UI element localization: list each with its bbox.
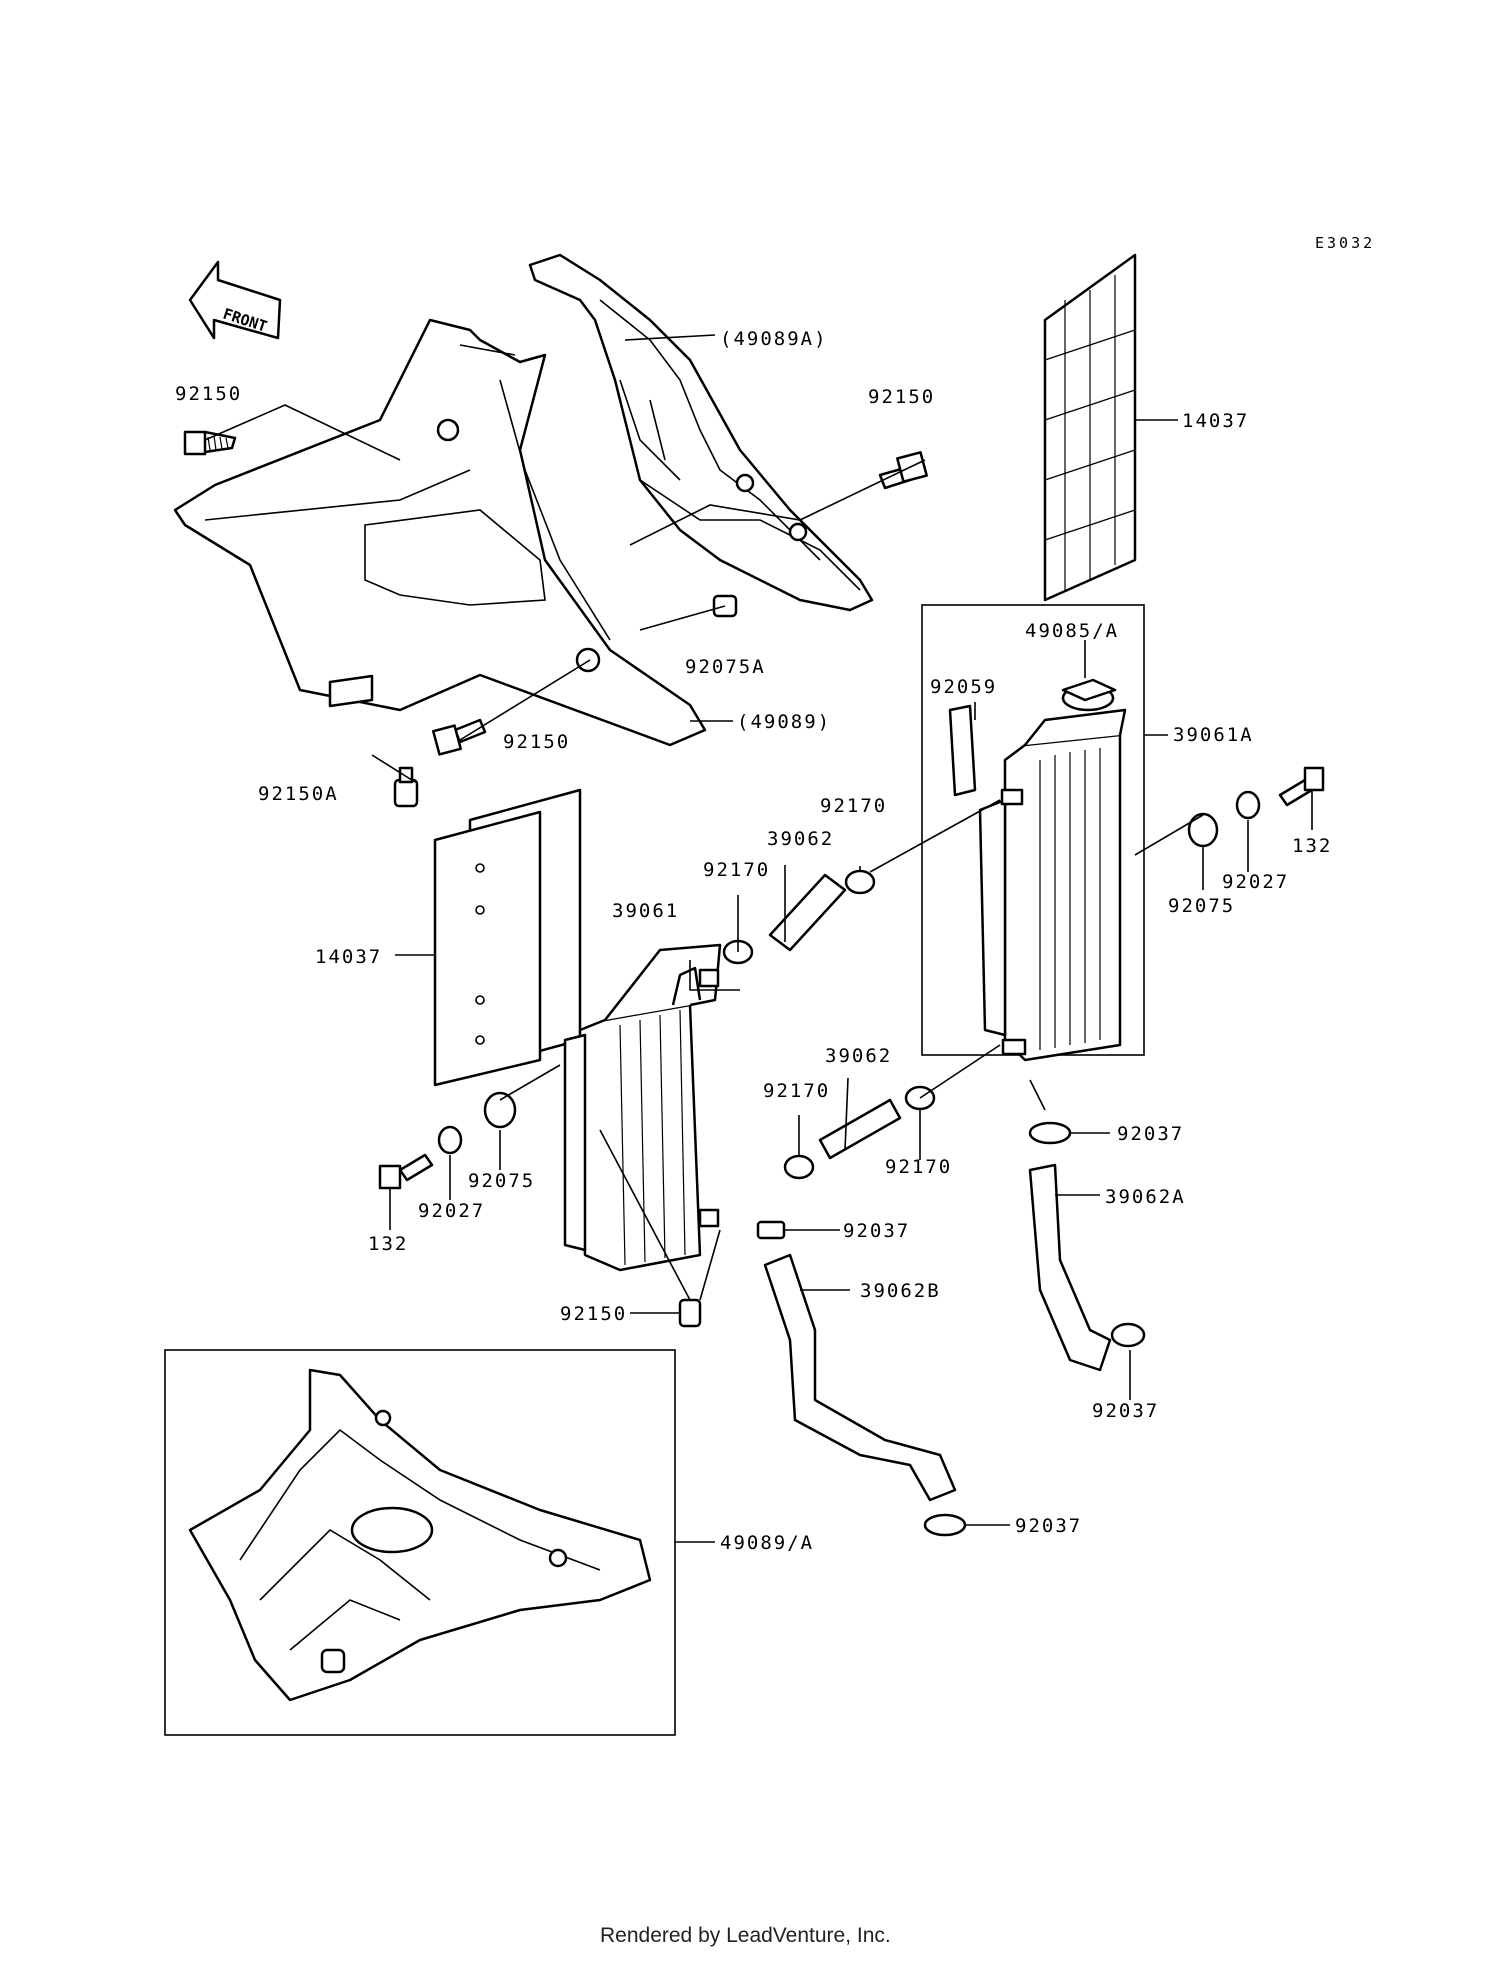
diagram-code: E3032 [1315, 234, 1375, 252]
callout-92170-4: 92170 [885, 1156, 952, 1178]
screw-left [378, 1153, 434, 1190]
callout-92075-right: 92075 [1168, 895, 1235, 917]
callout-132-left: 132 [368, 1233, 408, 1255]
hose-clamp-1 [1028, 1121, 1072, 1145]
callout-49085a: 49085/A [1025, 620, 1119, 642]
callout-39062-upper: 39062 [767, 828, 834, 850]
callout-92150-top-left: 92150 [175, 383, 242, 405]
callout-14037-left: 14037 [315, 946, 382, 968]
left-grille [433, 788, 582, 1087]
hose-clamp-3 [1110, 1322, 1146, 1348]
callout-39062-lower: 39062 [825, 1045, 892, 1067]
footer-credit: Rendered by LeadVenture, Inc. [600, 1924, 891, 1947]
callout-49089a-set: 49089/A [720, 1532, 814, 1554]
callout-49089: (49089) [737, 711, 831, 733]
small-hose [948, 704, 977, 797]
front-arrow-icon: FRONT [188, 260, 282, 340]
washer-right [1235, 790, 1261, 820]
callout-92170-2: 92170 [703, 859, 770, 881]
callout-92027-right: 92027 [1222, 871, 1289, 893]
callout-92037-2: 92037 [843, 1220, 910, 1242]
right-radiator [978, 684, 1127, 1062]
callout-92150-mid: 92150 [503, 731, 570, 753]
callout-92150-bottom: 92150 [560, 1303, 627, 1325]
right-shroud [528, 253, 874, 612]
right-grille [1043, 253, 1137, 602]
bolt-a [393, 766, 419, 808]
hose-a [1028, 1163, 1112, 1372]
leader-lines [204, 334, 1313, 1543]
hose-clamp-4 [923, 1513, 967, 1537]
callout-39062a: 39062A [1105, 1186, 1186, 1208]
clamp-3 [783, 1154, 815, 1180]
hose-b [763, 1253, 957, 1502]
callout-39061: 39061 [612, 900, 679, 922]
pipe-upper [768, 873, 847, 952]
bolt-bottom [678, 1298, 702, 1328]
callout-92037-1: 92037 [1117, 1123, 1184, 1145]
bolt-top-left [183, 430, 237, 456]
radiator-cap [1061, 678, 1117, 702]
callout-92037-4: 92037 [1015, 1515, 1082, 1537]
left-shroud [173, 318, 707, 747]
callout-92075-left: 92075 [468, 1170, 535, 1192]
callout-92150a: 92150A [258, 783, 339, 805]
screw-right [1278, 766, 1325, 807]
callout-39061a: 39061A [1173, 724, 1254, 746]
clamp-2 [844, 869, 876, 895]
callout-14037-right: 14037 [1182, 410, 1249, 432]
callout-92059: 92059 [930, 676, 997, 698]
pipe-lower [818, 1098, 902, 1160]
callout-92170-1: 92170 [820, 795, 887, 817]
grommet-right [1187, 812, 1219, 848]
grommet-left [483, 1091, 517, 1129]
callout-132-right: 132 [1292, 835, 1332, 857]
shroud-set-illustration [188, 1368, 652, 1702]
callout-49089a: (49089A) [720, 328, 828, 350]
left-radiator [563, 943, 722, 1272]
callout-92027-left: 92027 [418, 1200, 485, 1222]
callout-92150-top-right: 92150 [868, 386, 935, 408]
callout-92170-3: 92170 [763, 1080, 830, 1102]
washer-left [437, 1125, 463, 1155]
callout-39062b: 39062B [860, 1280, 941, 1302]
bolt-mid [432, 718, 487, 756]
callout-92075a: 92075A [685, 656, 766, 678]
callout-92037-3: 92037 [1092, 1400, 1159, 1422]
hose-clamp-2 [756, 1220, 786, 1240]
